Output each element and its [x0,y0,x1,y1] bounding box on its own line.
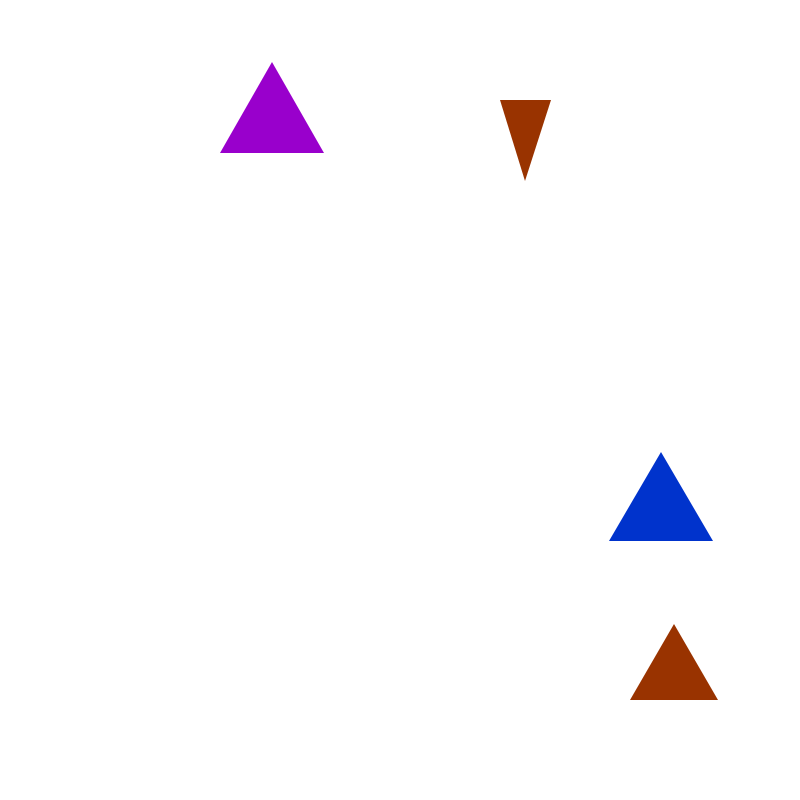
blue-triangle-up [609,452,713,541]
purple-triangle-up [220,62,324,153]
brown-triangle-down [500,100,551,181]
brown-triangle-up [630,624,718,700]
